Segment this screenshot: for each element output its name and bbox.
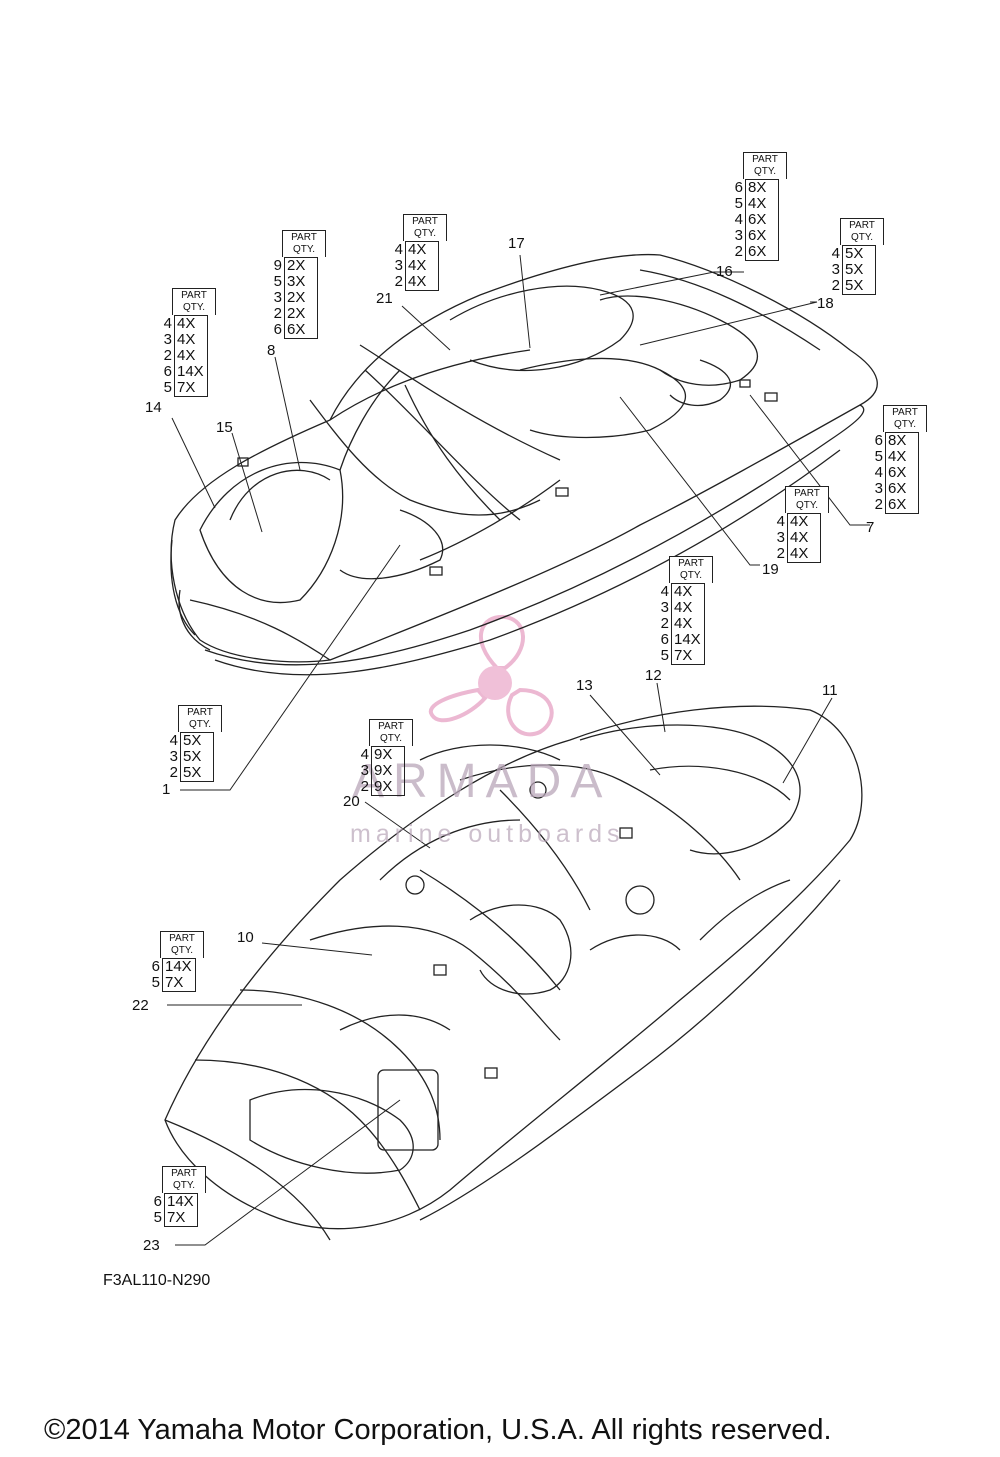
callout-15: 15: [216, 419, 233, 436]
callout-11: 11: [822, 682, 838, 699]
lower-boat-drawing: [164, 705, 863, 1241]
watermark-propeller-icon: [428, 614, 554, 737]
watermark-tagline: marine outboards: [350, 820, 625, 848]
callout-22: 22: [132, 997, 149, 1014]
diagram-code: F3AL110-N290: [103, 1272, 211, 1289]
copyright-notice: ©2014 Yamaha Motor Corporation, U.S.A. A…: [44, 1414, 832, 1446]
callout-1: 1: [162, 781, 171, 798]
callout-10: 10: [237, 929, 254, 946]
callout-17: 17: [508, 235, 525, 252]
callout-19: 19: [762, 561, 779, 578]
callout-12: 12: [645, 667, 662, 684]
callout-18: 18: [817, 295, 834, 312]
callout-23: 23: [143, 1237, 160, 1254]
callout-20: 20: [343, 793, 360, 810]
callout-14: 14: [145, 399, 162, 416]
leader-lines: [167, 254, 870, 1246]
callout-13: 13: [576, 677, 593, 694]
upper-boat-drawing: [170, 253, 878, 676]
callout-21: 21: [376, 290, 393, 307]
callout-7: 7: [866, 519, 875, 536]
callout-16: 16: [716, 263, 733, 280]
callout-8: 8: [267, 342, 276, 359]
